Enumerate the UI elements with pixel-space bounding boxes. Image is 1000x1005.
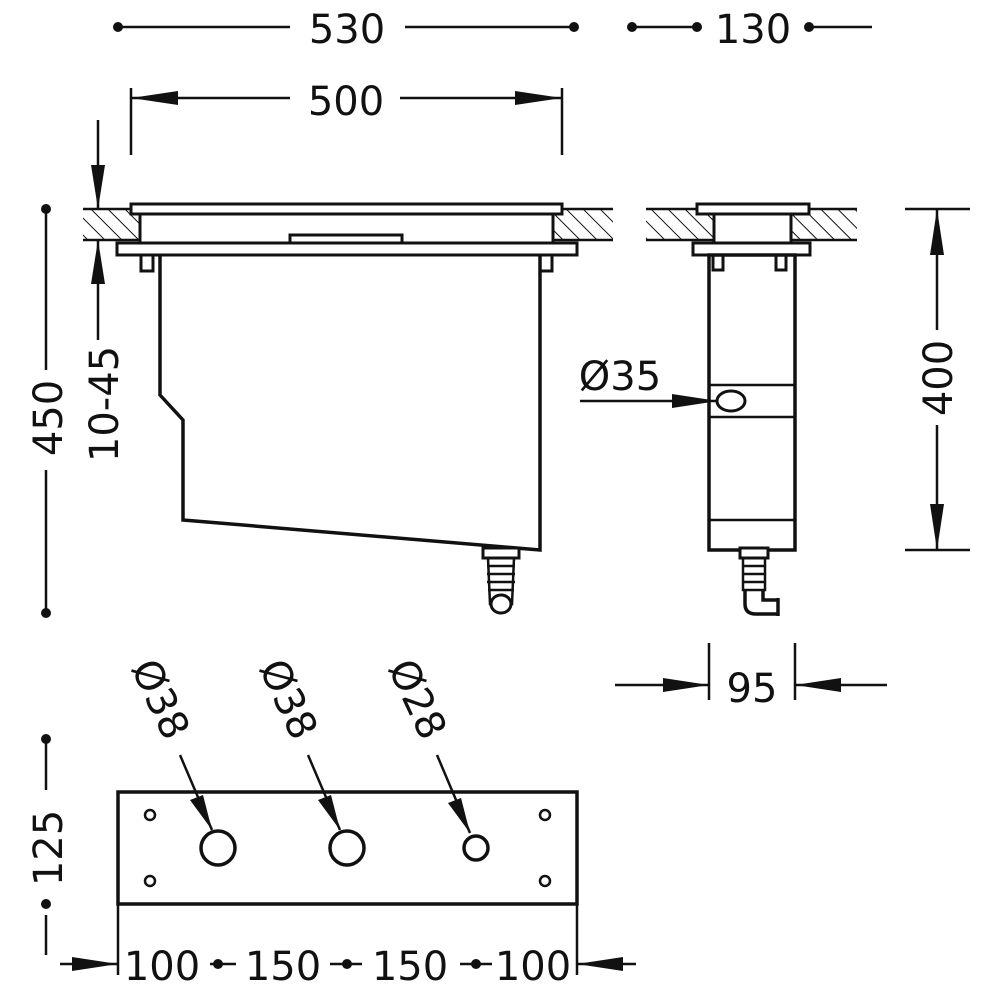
- side-height-label: 400: [916, 340, 962, 416]
- spacing-right-label: 100: [495, 944, 571, 990]
- plate-height-label: 125: [26, 810, 72, 886]
- plate-view: [116, 790, 579, 906]
- overall-width-label: 530: [309, 7, 385, 53]
- dim-flange-width: 500: [129, 79, 564, 155]
- hole-1-label: Ø38: [122, 652, 199, 746]
- spacing-mid-2-label: 150: [372, 944, 448, 990]
- plate-hole-1: [199, 829, 237, 867]
- hole-2-label: Ø38: [250, 652, 327, 746]
- dim-side-hole: Ø35: [579, 354, 718, 408]
- side-hole: [715, 389, 747, 413]
- plate-hole-2: [328, 829, 366, 867]
- elbow-fitting: [738, 546, 780, 616]
- dim-side-width: 95: [615, 643, 887, 712]
- dim-bottom-spacing: 100 150 150 100: [60, 904, 636, 990]
- dim-overall-width: 530: [113, 7, 579, 53]
- wall-thickness-label: 10-45: [82, 346, 128, 462]
- side-view: [646, 202, 857, 616]
- side-hole-label: Ø35: [579, 354, 661, 400]
- drain-fitting: [481, 546, 521, 615]
- spacing-mid-1-label: 150: [245, 944, 321, 990]
- side-width-label: 95: [727, 666, 778, 712]
- hole-3-label: Ø28: [379, 652, 456, 746]
- overall-height-label: 450: [26, 380, 72, 456]
- plate-hole-3: [462, 834, 490, 862]
- dim-wall-thickness: 10-45: [82, 120, 128, 462]
- front-view: [83, 202, 613, 615]
- hole-callouts: Ø38 Ø38 Ø28: [122, 652, 472, 834]
- flange-width-label: 500: [308, 79, 384, 125]
- dim-overall-height: 450: [26, 204, 72, 618]
- side-depth-label: 130: [715, 7, 791, 53]
- dim-side-height: 400: [905, 207, 970, 552]
- dim-side-depth: 130: [627, 7, 872, 53]
- dim-plate-height: 125: [26, 734, 72, 955]
- spacing-left-label: 100: [124, 944, 200, 990]
